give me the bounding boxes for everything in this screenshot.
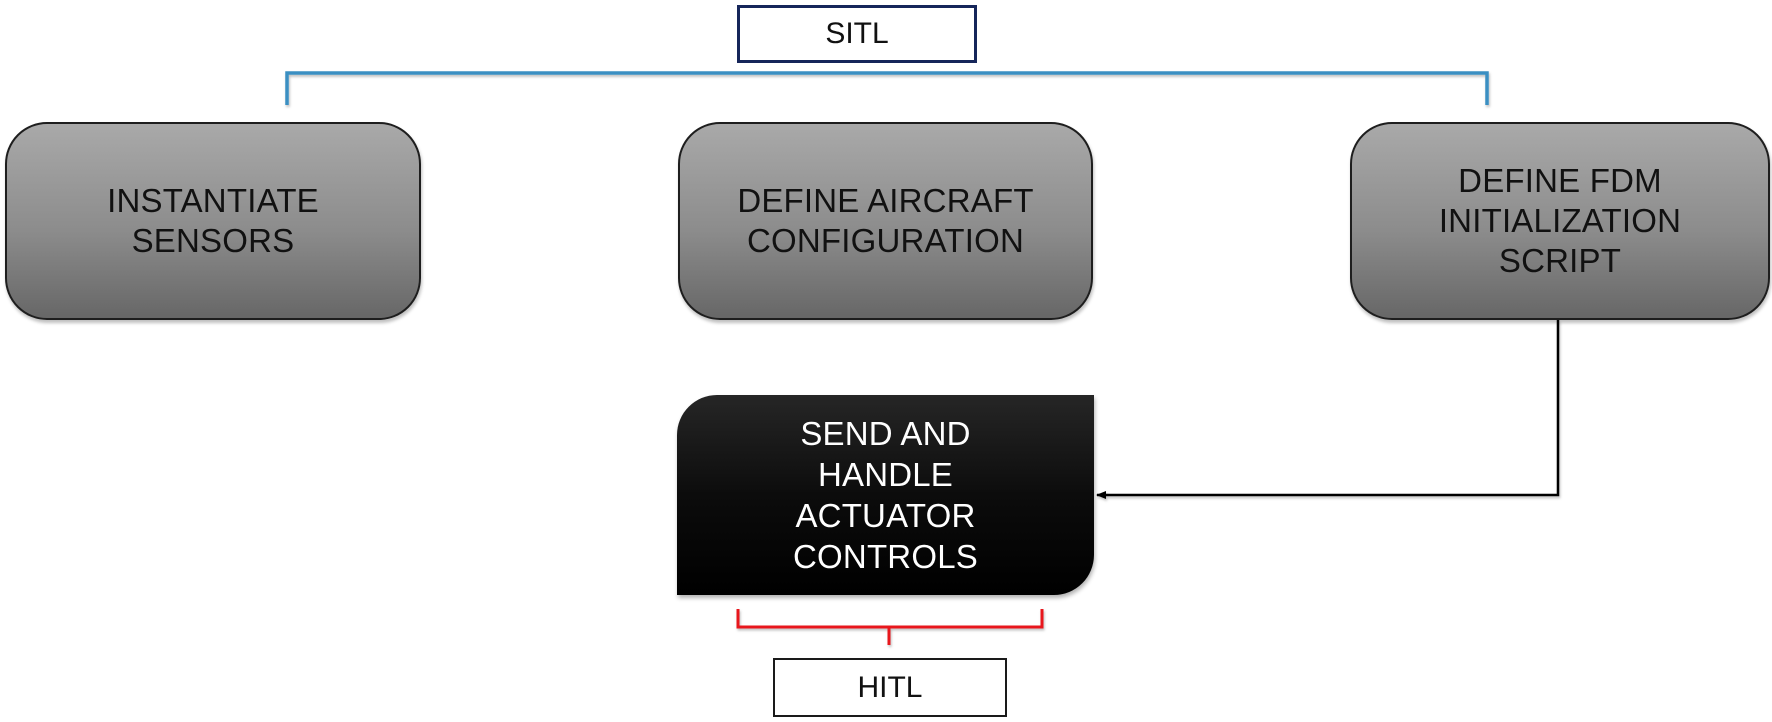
node-label: DEFINE AIRCRAFT CONFIGURATION (737, 182, 1034, 259)
hitl-bracket (736, 609, 1044, 645)
sitl-bracket (285, 71, 1489, 105)
sitl-label: SITL (825, 17, 889, 50)
node-send-and-handle-actuator-controls[interactable]: SEND AND HANDLE ACTUATOR CONTROLS (677, 395, 1094, 595)
edge-fdm-to-actuator (1096, 320, 1560, 499)
node-label: DEFINE FDM INITIALIZATION SCRIPT (1438, 162, 1682, 279)
node-instantiate-sensors[interactable]: INSTANTIATE SENSORS (5, 122, 421, 320)
hitl-label: HITL (857, 670, 923, 704)
node-define-fdm-initialization-script[interactable]: DEFINE FDM INITIALIZATION SCRIPT (1350, 122, 1770, 320)
node-define-aircraft-configuration[interactable]: DEFINE AIRCRAFT CONFIGURATION (678, 122, 1093, 320)
node-label: INSTANTIATE SENSORS (107, 182, 319, 259)
hitl-label-box: HITL (773, 658, 1007, 717)
node-label: SEND AND HANDLE ACTUATOR CONTROLS (793, 415, 978, 575)
sitl-label-box: SITL (737, 5, 977, 63)
